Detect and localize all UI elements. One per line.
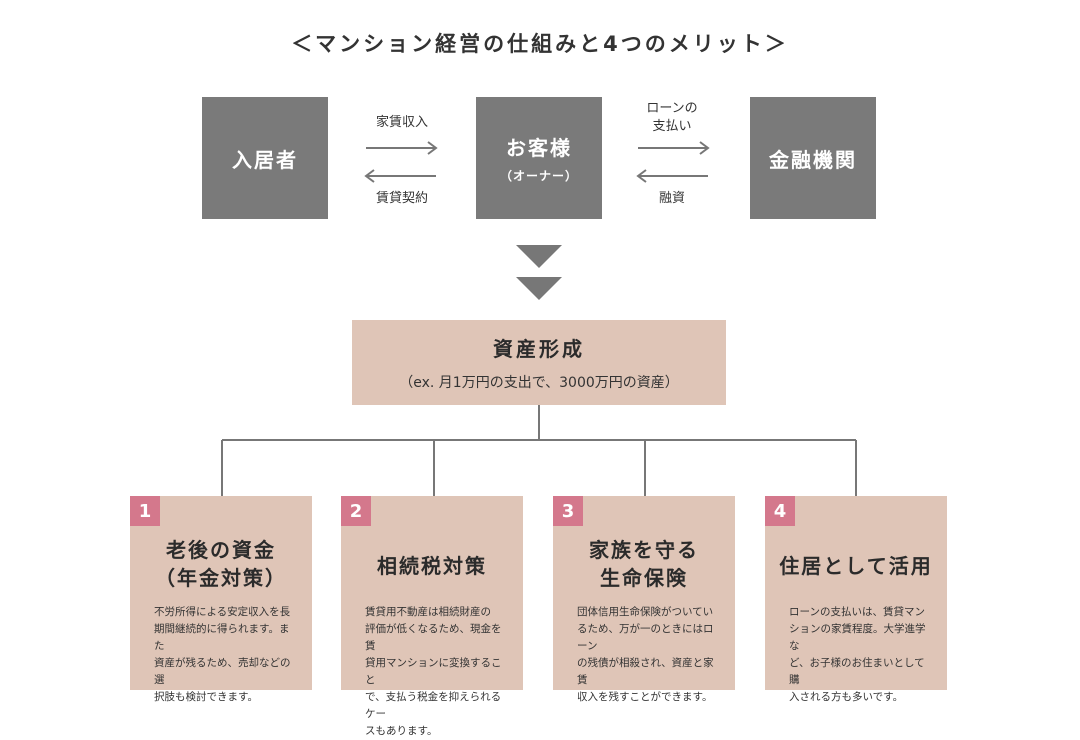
merit-description: 不労所得による安定収入を長 期間継続的に得られます。また 資産が残るため、売却な…: [154, 606, 291, 703]
right-arrow-head-icon: [699, 141, 710, 155]
merit-card-2: 2 相続税対策 賃貸用不動産は相続財産の 評価が低くなるため、現金を賃 貸用マン…: [341, 496, 523, 737]
resident-box: 入居者: [202, 97, 328, 219]
merit-title: 相続税対策: [377, 554, 487, 578]
asset-formation-title: 資産形成: [493, 337, 585, 361]
merit-number-badge: 3: [553, 496, 583, 526]
merit-number-badge: 2: [341, 496, 371, 526]
left-arrow-head-icon: [364, 169, 375, 183]
down-triangle-icon: [516, 245, 562, 268]
merit-title: 住居として活用: [779, 554, 933, 578]
asset-formation-subtitle: （ex. 月1万円の支出で、3000万円の資産）: [399, 375, 679, 391]
bank-label: 金融機関: [769, 147, 857, 172]
merit-number-badge: 1: [130, 496, 160, 526]
lease-contract-label: 賃貸契約: [375, 191, 428, 206]
merit-description: ローンの支払いは、賃貸マン ションの家賃程度。大学進学な ど、お子様のお住まいと…: [789, 606, 926, 703]
financing-label: 融資: [658, 191, 685, 206]
bank-box: 金融機関: [750, 97, 876, 219]
resident-label: 入居者: [232, 147, 298, 172]
down-triangle-icon: [516, 277, 562, 300]
diagram-title: ＜マンション経営の仕組みと4つのメリット＞: [291, 32, 789, 56]
rent-income-label: 家賃収入: [375, 115, 428, 130]
merit-card-3: 3 家族を守る 生命保険 団体信用生命保険がついてい るため、万が一のときにはロ…: [553, 496, 735, 703]
merit-card-1: 1 老後の資金 （年金対策） 不労所得による安定収入を長 期間継続的に得られます…: [130, 496, 312, 703]
connector-graphics: [221, 141, 857, 496]
owner-box: お客様 （オーナー）: [476, 97, 602, 219]
asset-formation-box: 資産形成 （ex. 月1万円の支出で、3000万円の資産）: [352, 320, 726, 405]
owner-label: お客様: [506, 136, 572, 160]
left-arrow-head-icon: [636, 169, 647, 183]
merit-title: 家族を守る 生命保険: [589, 538, 699, 590]
merit-card-4: 4 住居として活用 ローンの支払いは、賃貸マン ションの家賃程度。大学進学な ど…: [765, 496, 947, 703]
right-arrow-head-icon: [427, 141, 438, 155]
tree-connector: [221, 405, 857, 496]
merit-title: 老後の資金 （年金対策）: [155, 538, 287, 590]
merit-description: 団体信用生命保険がついてい るため、万が一のときにはローン の残債が相殺され、資…: [577, 606, 714, 703]
merit-number-badge: 4: [765, 496, 795, 526]
owner-sublabel: （オーナー）: [499, 169, 578, 183]
loan-payment-label: ローンの 支払い: [646, 101, 698, 134]
